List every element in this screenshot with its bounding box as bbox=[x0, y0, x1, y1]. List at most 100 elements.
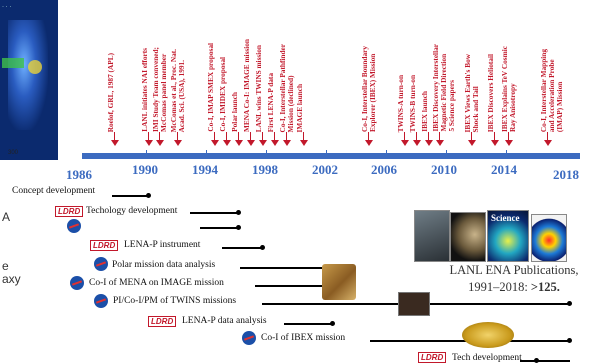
activity-label: Co-I of IBEX mission bbox=[261, 333, 346, 343]
timeline-event: Co-I, Interstellar Mapping and Accelerat… bbox=[539, 6, 566, 146]
event-label: Polar launch bbox=[230, 92, 239, 132]
event-label: McComas et al., Proc. Nat. Acad. Sci. (U… bbox=[169, 48, 186, 132]
event-label: Co-I, IMIDEX proposal bbox=[218, 57, 227, 132]
ldrd-logo: LDRD bbox=[55, 206, 84, 217]
ldrd-logo: LDRD bbox=[90, 240, 119, 251]
activity-bar bbox=[222, 247, 262, 249]
scale-label: 300 bbox=[8, 150, 19, 156]
activity-bar bbox=[112, 195, 148, 197]
event-label: Roelof, GRL, 1987 (APL) bbox=[106, 52, 115, 132]
timeline-event: Roelof, GRL, 1987 (APL) bbox=[106, 6, 123, 146]
activity-label: Tech development bbox=[452, 353, 522, 363]
event-label: Co-I, Interstellar Boundary Explorer (IB… bbox=[360, 45, 377, 132]
timeline-event: Co-I, IMAP SMEX proposal bbox=[206, 6, 223, 146]
activity-end-dot bbox=[330, 321, 335, 326]
arrow-down-icon bbox=[156, 140, 164, 146]
timeline-event: McComas et al., Proc. Nat. Acad. Sci. (U… bbox=[169, 6, 190, 146]
ldrd-logo: LDRD bbox=[148, 316, 177, 327]
year-label: 2010 bbox=[431, 162, 457, 177]
science-cover-title: Science bbox=[491, 213, 520, 223]
event-label: IMI Study Team convened; McComas panel m… bbox=[151, 47, 168, 132]
timeline-axis bbox=[82, 153, 580, 159]
year-label: 2018 bbox=[553, 167, 579, 182]
timeline-event: IBEX Explains TeV Cosmic Ray Anisotropy bbox=[500, 6, 521, 146]
arrow-down-icon bbox=[491, 140, 499, 146]
event-label: IBEX Discovers Heliotail bbox=[486, 53, 495, 132]
activity-end-dot bbox=[567, 301, 572, 306]
activity-bar bbox=[255, 285, 332, 287]
left-text-fragment: axy bbox=[2, 272, 21, 286]
year-label: 1986 bbox=[66, 167, 92, 182]
event-label: First LENA-P data bbox=[266, 72, 275, 132]
timeline-event: IBEX launch bbox=[420, 6, 437, 146]
nasa-logo bbox=[94, 257, 108, 271]
left-thumbnail-image: · · · bbox=[0, 0, 58, 160]
event-label: IBEX Views Earth's Bow Shock and Tail bbox=[463, 53, 480, 132]
activity-label: LENA-P instrument bbox=[124, 240, 201, 250]
nasa-logo bbox=[242, 331, 256, 345]
ibex-spacecraft-image bbox=[462, 322, 514, 348]
year-label: 2014 bbox=[491, 162, 517, 177]
journal-cover bbox=[531, 214, 567, 262]
year-label: 1994 bbox=[192, 162, 218, 177]
instrument-photo bbox=[398, 292, 430, 316]
arrow-down-icon bbox=[300, 140, 308, 146]
event-label: TWINS-A turn-on bbox=[396, 74, 405, 132]
left-text-fragment: A bbox=[2, 210, 11, 224]
timeline-event: Co-I, Interstellar Pathfinder Mission (d… bbox=[278, 6, 299, 146]
journal-cover bbox=[450, 212, 486, 262]
publications-count: >125. bbox=[530, 280, 560, 294]
arrow-down-icon bbox=[401, 140, 409, 146]
nasa-logo bbox=[70, 276, 84, 290]
timeline-event: IMAGE launch bbox=[295, 6, 312, 146]
timeline-event: First LENA-P data bbox=[266, 6, 283, 146]
year-label: 2002 bbox=[312, 162, 338, 177]
activity-end-dot bbox=[260, 245, 265, 250]
arrow-down-icon bbox=[271, 140, 279, 146]
arrow-down-icon bbox=[211, 140, 219, 146]
event-label: IBEX Discovery Interstellar Magnetic Fie… bbox=[431, 44, 456, 132]
timeline-event: LANL initiates NAI efforts bbox=[140, 6, 157, 146]
timeline-event: Polar launch bbox=[230, 6, 247, 146]
arrow-down-icon bbox=[505, 140, 513, 146]
timeline-event: LANL wins TWINS mission bbox=[254, 6, 271, 146]
arrow-down-icon bbox=[468, 140, 476, 146]
journal-cover bbox=[414, 210, 450, 262]
timeline-event: Co-I, IMIDEX proposal bbox=[218, 6, 235, 146]
activity-end-dot bbox=[146, 193, 151, 198]
arrow-down-icon bbox=[145, 140, 153, 146]
event-label: Co-I, Interstellar Mapping and Accelerat… bbox=[539, 48, 564, 132]
event-label: IMAGE launch bbox=[295, 83, 304, 132]
publications-range: 1991–2018: bbox=[468, 280, 531, 294]
arrow-down-icon bbox=[259, 140, 267, 146]
timeline-event: TWINS-A turn-on bbox=[396, 6, 413, 146]
arrow-down-icon bbox=[413, 140, 421, 146]
event-label: IBEX launch bbox=[420, 91, 429, 132]
activity-bar bbox=[240, 267, 332, 269]
year-tick bbox=[326, 150, 327, 158]
year-tick bbox=[206, 150, 207, 158]
nasa-logo bbox=[67, 219, 81, 233]
timeline-event: Co-I, Interstellar Boundary Explorer (IB… bbox=[360, 6, 381, 146]
arrow-down-icon bbox=[425, 140, 433, 146]
arrow-down-icon bbox=[247, 140, 255, 146]
event-label: Co-I, IMAP SMEX proposal bbox=[206, 43, 215, 132]
timeline-event: IBEX Discovers Heliotail bbox=[486, 6, 503, 146]
activity-bar bbox=[520, 360, 570, 362]
activity-bar bbox=[190, 212, 239, 214]
timeline-event: IMI Study Team convened; McComas panel m… bbox=[151, 6, 172, 146]
year-label: 1998 bbox=[252, 162, 278, 177]
activity-label: Polar mission data analysis bbox=[112, 260, 216, 270]
year-tick bbox=[446, 150, 447, 158]
timeline-event: TWINS-B turn-on bbox=[408, 6, 425, 146]
timeline-event: IBEX Views Earth's Bow Shock and Tail bbox=[463, 6, 484, 146]
journal-cover: Science bbox=[487, 210, 529, 262]
event-label: MENA Co-I: IMAGE mission bbox=[242, 38, 251, 132]
publications-count-line: 1991–2018: >125. bbox=[430, 280, 598, 295]
event-label: TWINS-B turn-on bbox=[408, 74, 417, 132]
activity-label: Co-I of MENA on IMAGE mission bbox=[89, 278, 224, 288]
arrow-down-icon bbox=[174, 140, 182, 146]
left-text-fragment: e bbox=[2, 259, 9, 273]
activity-label: Techology development bbox=[86, 206, 178, 216]
arrow-down-icon bbox=[283, 140, 291, 146]
